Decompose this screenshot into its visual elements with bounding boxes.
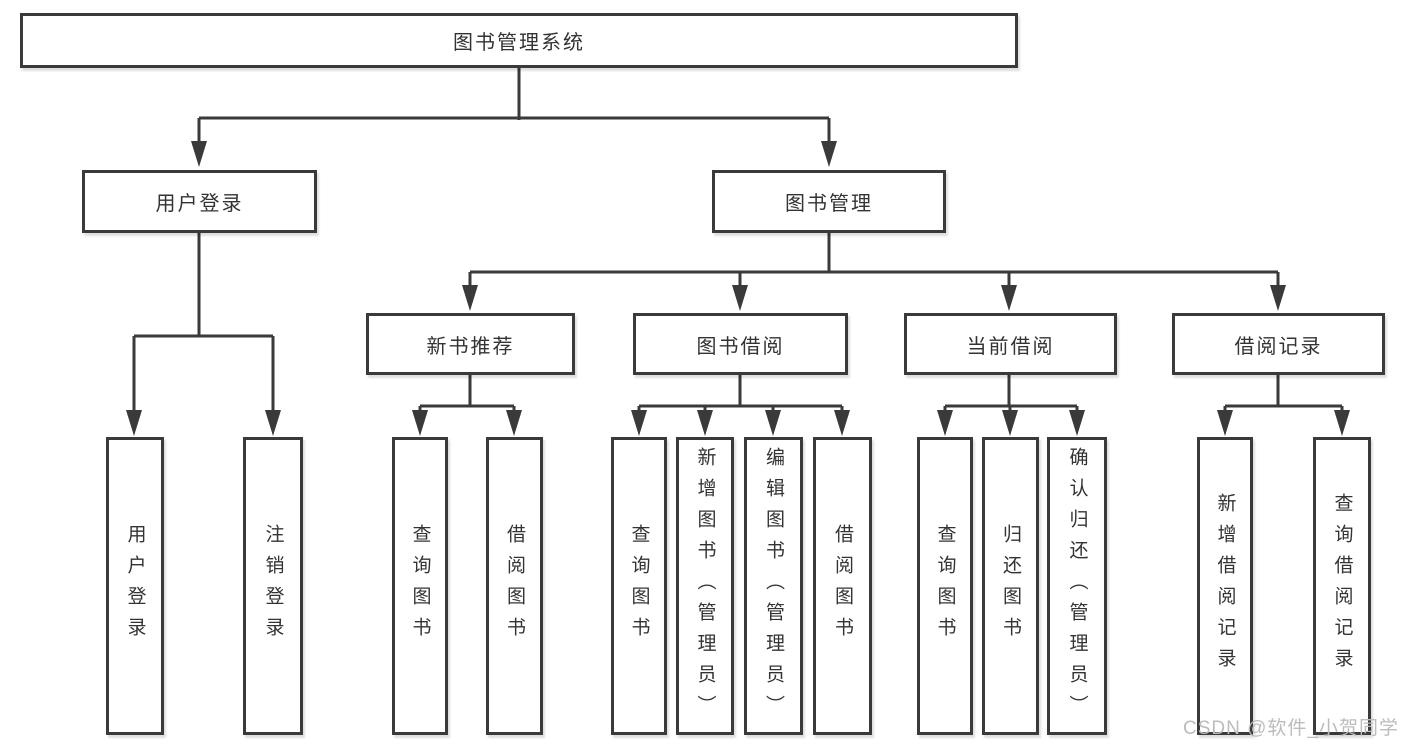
node-label: 当前借阅 [966, 335, 1055, 358]
leaf-borrowing-query-book: 查询图书 [611, 437, 667, 735]
node-book-management: 图书管理 [712, 170, 946, 233]
node-label: 用户登录 [155, 193, 244, 215]
leaf-records-query-record: 查询借阅记录 [1313, 437, 1371, 735]
node-label: 查询借阅记录 [1331, 493, 1353, 679]
node-label: 编辑图书（管理员） [763, 446, 784, 726]
leaf-borrowing-borrow-book: 借阅图书 [813, 437, 872, 735]
node-user-login: 用户登录 [82, 170, 317, 233]
leaf-recommend-query-book: 查询图书 [392, 437, 448, 735]
node-label: 图书借阅 [696, 335, 785, 358]
csdn-watermark: CSDN @软件_小贺同学 [1183, 718, 1399, 739]
leaf-records-add-record: 新增借阅记录 [1197, 437, 1253, 735]
node-label: 确认归还（管理员） [1066, 446, 1088, 726]
node-label: 借阅记录 [1234, 335, 1323, 358]
node-current-borrowing: 当前借阅 [904, 313, 1117, 375]
arrowhead-group [126, 141, 1350, 436]
node-label: 新增借阅记录 [1214, 493, 1236, 679]
leaf-logout: 注销登录 [243, 437, 303, 735]
node-label: 图书管理系统 [453, 32, 585, 54]
node-label: 新书推荐 [426, 335, 515, 358]
node-label: 新增图书（管理员） [694, 446, 716, 726]
node-label: 归还图书 [1000, 524, 1021, 648]
leaf-user-login: 用户登录 [106, 437, 164, 735]
node-label: 借阅图书 [504, 524, 525, 648]
node-book-borrowing: 图书借阅 [633, 313, 848, 375]
leaf-current-return-book: 归还图书 [982, 437, 1039, 735]
node-label: 图书管理 [785, 193, 873, 215]
node-label: 注销登录 [262, 524, 284, 648]
node-label: 查询图书 [628, 524, 650, 648]
leaf-current-query-book: 查询图书 [917, 437, 973, 735]
node-new-book-recommend: 新书推荐 [366, 313, 575, 375]
node-label: 借阅图书 [832, 524, 853, 648]
leaf-borrowing-edit-book-admin: 编辑图书（管理员） [744, 437, 803, 735]
node-label: 用户登录 [124, 524, 146, 648]
leaf-recommend-borrow-book: 借阅图书 [486, 437, 543, 735]
node-label: 查询图书 [934, 524, 956, 648]
leaf-current-confirm-return-admin: 确认归还（管理员） [1047, 437, 1107, 735]
node-label: 查询图书 [409, 524, 431, 648]
node-borrow-records: 借阅记录 [1172, 313, 1385, 375]
node-system-root: 图书管理系统 [20, 13, 1018, 68]
leaf-borrowing-add-book-admin: 新增图书（管理员） [676, 437, 734, 735]
